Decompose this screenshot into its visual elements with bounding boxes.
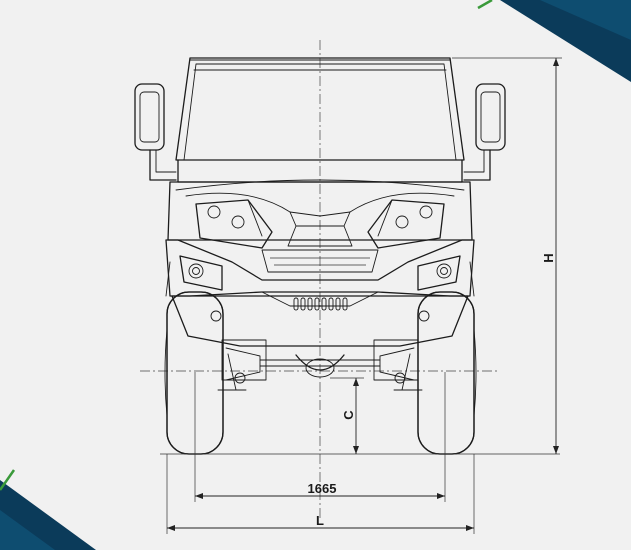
bumper-vent-slots — [293, 297, 348, 311]
left-mirror — [134, 83, 177, 181]
right-upper-lamp — [367, 199, 445, 249]
cab-body — [175, 57, 465, 183]
overall-height-label: H — [541, 253, 556, 262]
corner-accent-top-right — [477, 0, 631, 82]
track-width-label: 1665 — [308, 481, 337, 496]
corner-accent-bottom-left — [0, 469, 96, 550]
track-width-dimension — [194, 372, 446, 502]
right-lower-headlight — [417, 255, 461, 291]
left-upper-lamp — [195, 199, 273, 249]
center-grille — [261, 249, 379, 273]
overall-height-dimension — [452, 57, 562, 454]
ground-clearance-dimension — [330, 377, 364, 454]
front-bumper — [171, 291, 469, 347]
overall-length-label: L — [316, 513, 324, 528]
left-lower-headlight — [179, 255, 223, 291]
right-mirror — [463, 83, 506, 181]
ground-clearance-label: C — [341, 410, 356, 420]
overall-length-dimension — [166, 454, 475, 534]
suspension-assembly — [217, 339, 423, 391]
